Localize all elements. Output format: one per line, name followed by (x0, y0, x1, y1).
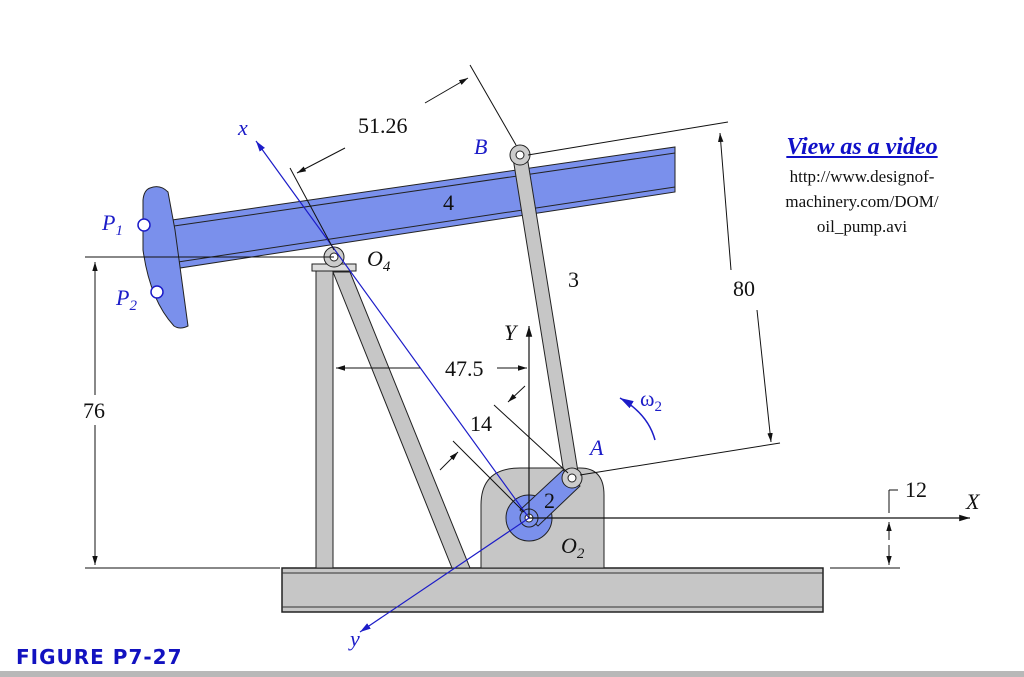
y-axis-local (359, 517, 530, 633)
dim-47-5: 47.5 (445, 356, 484, 381)
base-beam (281, 567, 824, 613)
label-y: y (348, 626, 360, 651)
support-post (315, 269, 334, 569)
dim-76: 76 (83, 398, 105, 423)
label-omega2: ω2 (640, 386, 662, 415)
dim-51-26: 51.26 (358, 113, 408, 138)
label-P1: P1 (101, 210, 123, 239)
video-url-line: http://www.designof- (789, 167, 935, 186)
bottom-divider (0, 671, 1024, 677)
label-X: X (965, 489, 981, 514)
walking-beam (171, 146, 676, 269)
dim-12: 12 (905, 477, 927, 502)
point-P2 (150, 285, 164, 299)
view-video-link[interactable]: View as a video (786, 134, 938, 160)
figure-label: FIGURE P7-27 (16, 645, 183, 669)
video-url-line: machinery.com/DOM/ (785, 192, 939, 211)
support-brace (332, 271, 471, 569)
video-url-line: oil_pump.avi (816, 217, 908, 236)
omega-arrow (619, 397, 656, 441)
label-O4: O4 (367, 246, 391, 275)
video-link-block: View as a video http://www.designof- mac… (742, 130, 982, 239)
label-A: A (588, 435, 604, 460)
label-link-2: 2 (544, 488, 555, 513)
label-O2: O2 (561, 533, 585, 562)
label-Y: Y (504, 320, 519, 345)
dim-80: 80 (733, 276, 755, 301)
label-link-4: 4 (443, 190, 454, 215)
point-P1 (137, 218, 151, 232)
label-B: B (474, 134, 487, 159)
label-P2: P2 (115, 285, 137, 314)
x-axis-local (255, 140, 530, 519)
label-link-3: 3 (568, 267, 579, 292)
label-x: x (237, 115, 248, 140)
dim-14: 14 (470, 411, 492, 436)
